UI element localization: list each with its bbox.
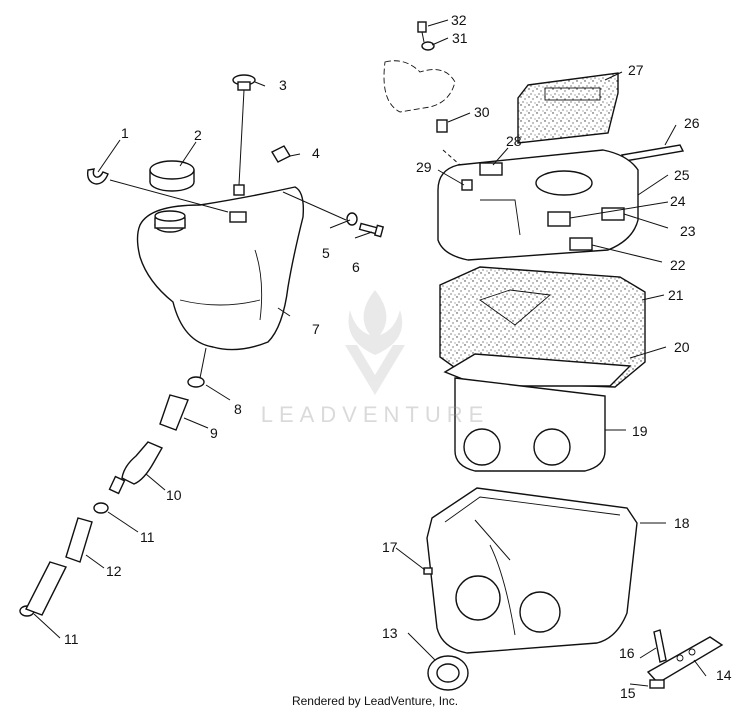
part-25-airbox-lid [437,149,639,261]
callout-11-lower: 11 [64,631,79,647]
callout-8: 8 [234,401,242,417]
callout-7: 7 [312,321,320,337]
part-32-screw [417,21,427,33]
inlet-duct [383,60,456,113]
callout-12: 12 [106,563,122,579]
watermark-text: LEADVENTURE [260,402,490,427]
callout-9: 9 [210,425,218,441]
callout-28: 28 [506,133,522,149]
part-16-lever [653,629,667,663]
part-31-washer [421,41,435,51]
callout-29: 29 [416,159,432,175]
part-15-clip [649,679,665,689]
part-8-clamp [187,376,205,388]
callout-11-upper: 11 [140,529,155,545]
callout-5: 5 [322,245,330,261]
footer-credit: Rendered by LeadVenture, Inc. [291,694,459,708]
part-10-fuel-filter [108,441,163,495]
part-11-clamp-upper [93,502,109,514]
part-12-hose [65,517,93,563]
callout-14: 14 [716,667,732,683]
part-7-fuel-tank [136,186,305,351]
callout-20: 20 [674,339,690,355]
callout-32: 32 [451,12,467,28]
callout-6: 6 [352,259,360,275]
callout-15: 15 [620,685,636,701]
watermark-logo-icon [345,290,405,395]
callout-25: 25 [674,167,690,183]
leader-lines-left [33,81,373,639]
part-19-backing-plate [454,377,606,472]
part-5-washer [346,212,358,226]
part-6-bolt [358,222,385,238]
callout-23: 23 [680,223,696,239]
callout-16: 16 [619,645,635,661]
part-17-screw [423,567,433,575]
callout-24: 24 [670,193,686,209]
part-13-ring [427,655,469,691]
callout-13: 13 [382,625,398,641]
callout-18: 18 [674,515,690,531]
part-29-clip [461,179,473,191]
callout-31: 31 [452,30,468,46]
part-27-foam-block [517,72,619,144]
callout-4: 4 [312,145,320,161]
part-3-fuel-gauge [232,74,256,196]
part-2-fuel-cap [149,160,195,192]
callout-30: 30 [474,104,490,120]
part-30-grommet [436,119,448,133]
part-1-gasket [86,168,109,185]
callout-22: 22 [670,257,686,273]
part-26-strip [620,144,685,162]
callout-21: 21 [668,287,684,303]
leader-lines-right [395,19,707,687]
callout-10: 10 [166,487,182,503]
callout-27: 27 [628,62,644,78]
callout-3: 3 [279,77,287,93]
part-9-fuel-hose [159,394,189,431]
callout-17: 17 [382,539,398,555]
part-12-hose-lower [25,561,67,616]
callout-26: 26 [684,115,700,131]
part-18-airbox [426,487,638,654]
callout-19: 19 [632,423,648,439]
part-4-bracket [271,145,291,163]
callout-1: 1 [121,125,129,141]
callout-2: 2 [194,127,202,143]
